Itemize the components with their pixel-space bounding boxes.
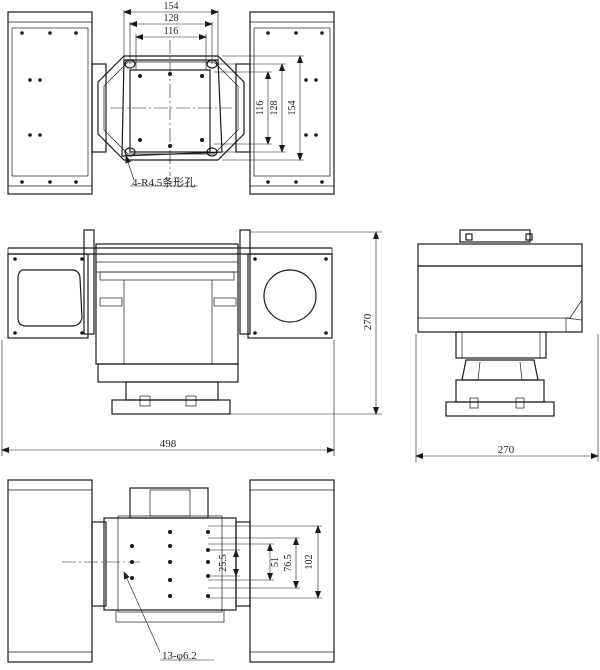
- front-right-housing: [247, 253, 333, 339]
- side-motor: [461, 359, 539, 381]
- top-slot-note: 4-R4.5条形孔: [132, 175, 195, 189]
- front-view: 498 270: [1, 229, 382, 456]
- front-width-dim: 498: [160, 438, 177, 450]
- bottom-dim-76-5: 76.5: [283, 554, 294, 572]
- top-dim-v128: 128: [269, 101, 280, 116]
- top-dim-128: 128: [164, 13, 179, 24]
- top-dim-v116: 116: [255, 101, 266, 116]
- top-view: 154 128 116 116 128 154 4-R4.5条形孔: [7, 1, 335, 195]
- front-left-housing: [7, 253, 89, 339]
- bottom-dim-102: 102: [304, 555, 315, 570]
- bottom-holes-note: 13-φ6.2: [162, 650, 197, 662]
- top-dim-154: 154: [164, 1, 179, 12]
- bottom-dim-25-5: 25.5: [218, 554, 229, 572]
- front-height-dim: 270: [362, 313, 374, 330]
- bottom-view: 25.5 51 76.5 102 13-φ6.2: [7, 479, 335, 663]
- top-dim-v154: 154: [287, 101, 298, 116]
- bottom-left-housing: [7, 479, 93, 663]
- side-housing: [417, 243, 583, 267]
- top-dim-116: 116: [164, 26, 179, 37]
- side-view: 270: [415, 229, 599, 462]
- side-width-dim: 270: [498, 444, 515, 456]
- top-octagon-body: [97, 55, 245, 161]
- front-left-window: [17, 269, 83, 327]
- top-left-housing: [7, 11, 93, 195]
- front-right-lens: [263, 269, 317, 323]
- bottom-dim-51: 51: [270, 557, 281, 567]
- side-base: [455, 379, 545, 403]
